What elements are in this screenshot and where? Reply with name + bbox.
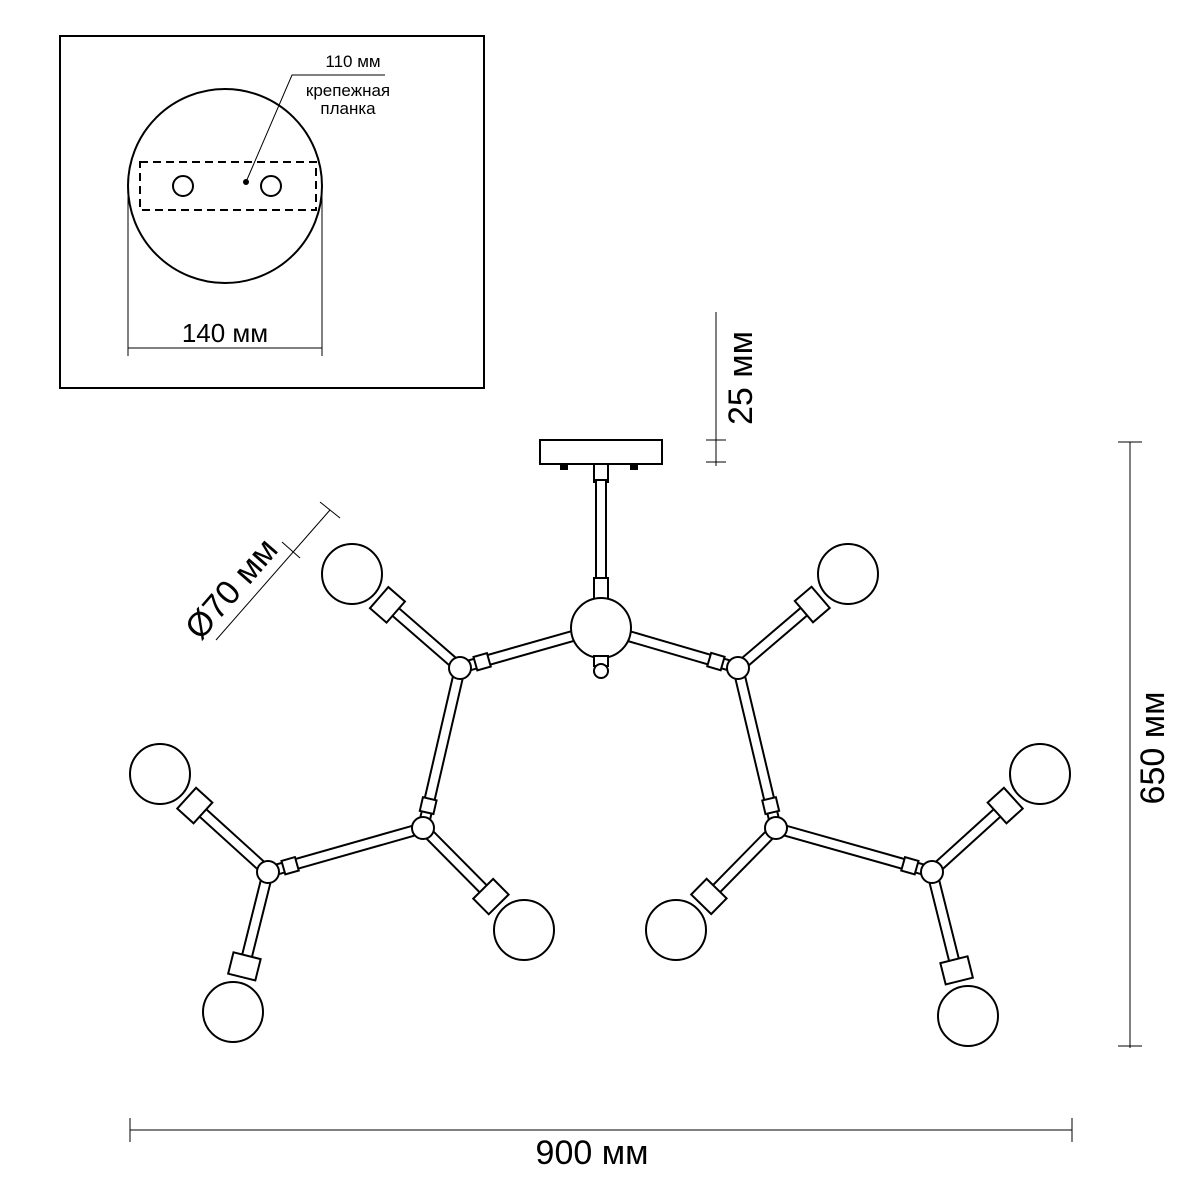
lamp-upper-right-globe [817, 543, 879, 605]
leader-line [245, 74, 385, 183]
total-width-label: 900 мм [536, 1134, 649, 1172]
stem-rod [595, 479, 607, 581]
canopy-height-label: 25 мм [722, 331, 760, 425]
stem-collar [593, 577, 609, 601]
lamp-far-right-bottom-globe [937, 985, 999, 1047]
lamp-mid-right-globe [645, 899, 707, 961]
arm-joint-2 [726, 656, 750, 680]
mounting-bar-dashed [139, 161, 317, 211]
lamp-far-left-bottom-globe [202, 981, 264, 1043]
total-height-label: 650 мм [1134, 692, 1172, 805]
lamp-far-left-bottom-arm [226, 869, 275, 982]
arm-joints [256, 656, 944, 884]
arm-joint-4 [764, 816, 788, 840]
lamp-far-right-bottom-arm [925, 869, 975, 986]
mounting-hole-left [172, 175, 194, 197]
rod-mid-left-to-lower-left [265, 821, 426, 879]
lamp-upper-right-socket [793, 585, 832, 624]
lamp-mid-right-socket [689, 877, 729, 916]
canopy-screw-left [560, 464, 568, 470]
hub-bottom-finial [593, 663, 609, 679]
chandelier-body [129, 439, 1071, 1047]
canopy-plate [539, 439, 663, 465]
arm-joint-3 [411, 816, 435, 840]
arm-joint-5 [256, 860, 280, 884]
rod-upper-right-to-mid-right [731, 665, 783, 831]
dim-110-label: 110 мм [325, 52, 380, 71]
inset-frame [59, 35, 485, 389]
total-width-dimension: 900 мм [129, 1118, 1073, 1172]
ceiling-plate-inset: 110 мм крепежная планка 140 мм [59, 35, 485, 389]
lamp-upper-left-globe [321, 543, 383, 605]
lamp-globes [129, 543, 1071, 1047]
lamp-far-left-bottom-socket [226, 951, 262, 982]
arm-joint-6 [920, 860, 944, 884]
rod-upper-left-to-mid-left [416, 665, 467, 831]
lamp-mid-left-socket [471, 877, 511, 916]
arm-joint-1 [448, 656, 472, 680]
lamp-far-right-top-globe [1009, 743, 1071, 805]
globe-diameter-label: Ø70 мм [178, 531, 286, 647]
mounting-bar-note-line1: крепежная [306, 81, 390, 100]
central-hub-sphere [570, 597, 632, 659]
globe-diameter-dimension: Ø70 мм [178, 501, 341, 647]
lamp-upper-left-socket [368, 585, 407, 625]
lamp-mid-left-globe [493, 899, 555, 961]
arm-rods [175, 585, 1025, 986]
canopy-screw-right [630, 464, 638, 470]
mounting-hole-right [260, 175, 282, 197]
ceiling-plate-circle [127, 88, 323, 284]
lamp-far-right-top-socket [986, 786, 1025, 825]
lamp-far-left-top-globe [129, 743, 191, 805]
lamp-far-right-bottom-socket [939, 955, 975, 986]
lamp-far-left-top-socket [175, 786, 214, 825]
mounting-bar-note-line2: планка [320, 99, 376, 118]
total-height-dimension: 650 мм [1118, 441, 1172, 1048]
lamp-far-left-top-arm [175, 786, 273, 878]
dim-140-label: 140 мм [182, 318, 268, 348]
rod-mid-right-to-lower-right [773, 821, 935, 879]
lamp-upper-left-arm [368, 585, 465, 674]
canopy-height-dimension: 25 мм [706, 312, 760, 466]
